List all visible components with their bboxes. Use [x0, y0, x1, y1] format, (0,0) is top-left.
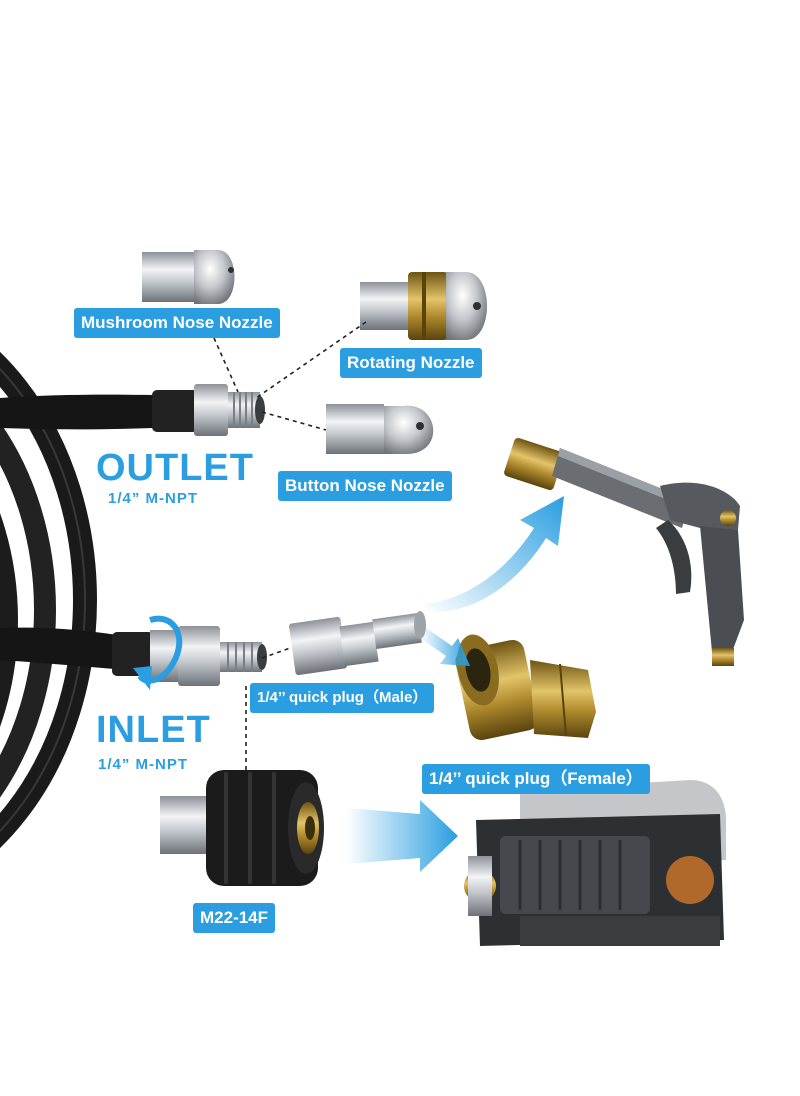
pressure-washer [464, 780, 726, 946]
outlet-hose-end [0, 384, 265, 436]
quick-plug-female-label: 1/4’’ quick plug（Female） [422, 764, 650, 794]
m22-label: M22-14F [193, 903, 276, 933]
female-quick-plug [455, 634, 596, 741]
rotating-nozzle [360, 272, 487, 340]
rotating-nozzle-label: Rotating Nozzle [340, 348, 482, 378]
hose-coil [0, 352, 97, 848]
spray-gun [504, 437, 744, 666]
inlet-hose-end [0, 615, 267, 690]
quick-plug-male-label: 1/4’’ quick plug（Male） [250, 683, 435, 713]
mushroom-nozzle-label: Mushroom Nose Nozzle [74, 308, 280, 338]
button-nozzle [326, 404, 434, 455]
inlet-title: INLET [96, 709, 211, 751]
connector-lines [213, 321, 367, 770]
m22-coupler [160, 770, 324, 886]
male-quick-plug [289, 611, 426, 675]
outlet-title: OUTLET [96, 447, 254, 489]
mushroom-nozzle [142, 250, 235, 304]
flow-arrows [346, 496, 564, 872]
button-nozzle-label: Button Nose Nozzle [278, 471, 452, 501]
inlet-thread: 1/4” M-NPT [98, 756, 189, 773]
outlet-thread: 1/4” M-NPT [108, 490, 199, 507]
